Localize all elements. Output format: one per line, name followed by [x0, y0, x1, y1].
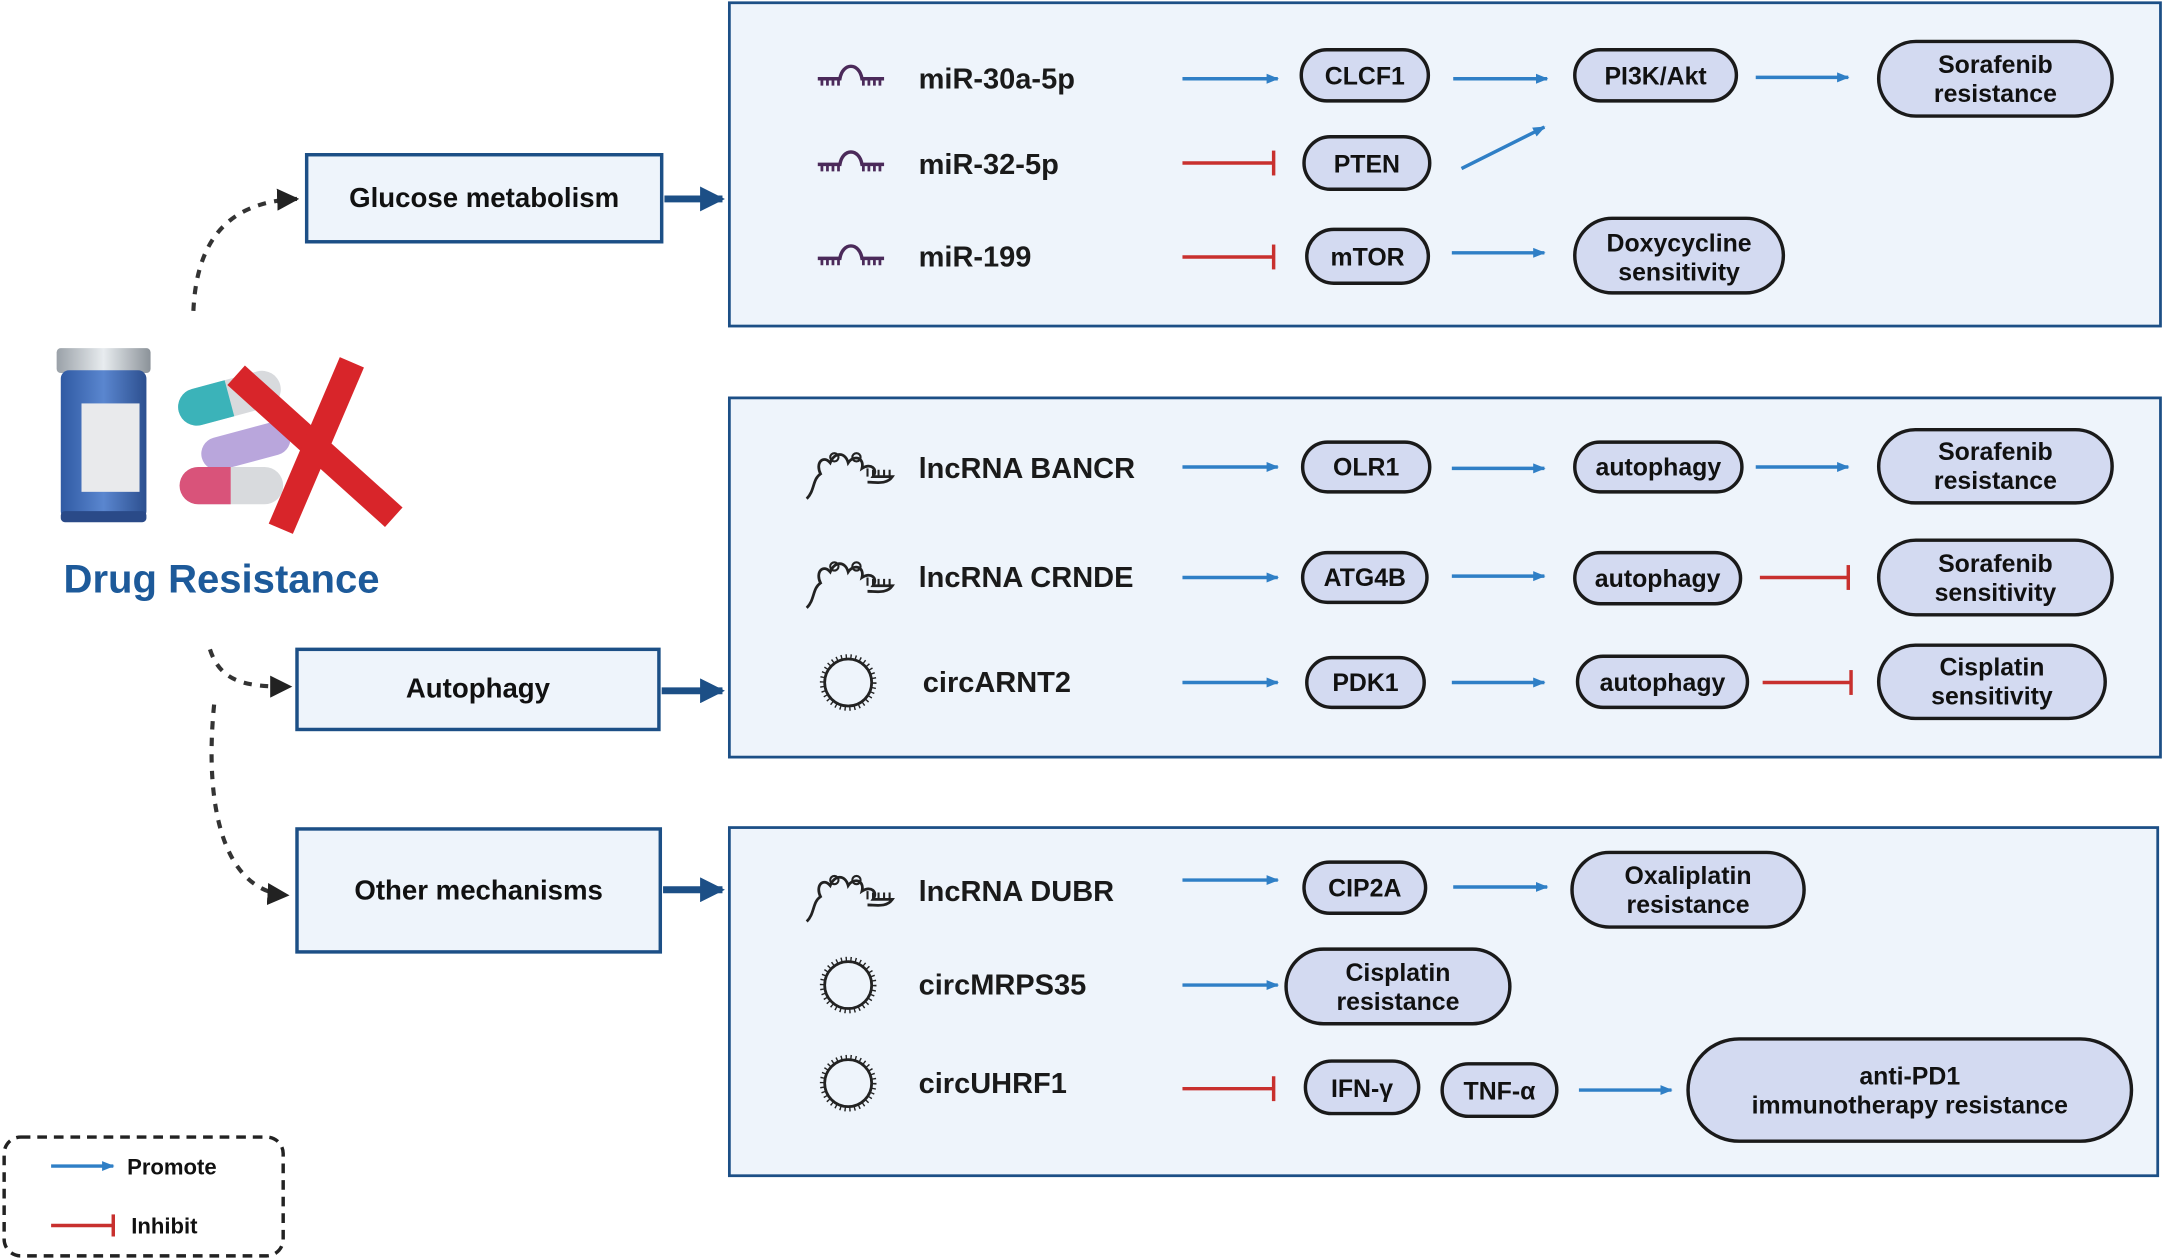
inhibit-arrows: [1182, 150, 1853, 1102]
lncrna-icon: [805, 561, 895, 609]
node-clcf1: CLCF1: [1299, 48, 1431, 103]
mechanism-label: Glucose metabolism: [349, 182, 619, 213]
rna-label: circUHRF1: [919, 1068, 1067, 1100]
mechanism-box-autophagy: Autophagy: [295, 647, 661, 732]
svg-text:Cisplatin: Cisplatin: [1939, 654, 2044, 682]
legend: Promote Inhibit: [2, 1135, 285, 1258]
mechanism-box-other: Other mechanisms: [295, 827, 663, 954]
node-autophagy-3: autophagy: [1575, 654, 1750, 710]
dashed-connector-glucose: [191, 188, 300, 311]
page-title: Drug Resistance: [64, 558, 380, 602]
svg-text:CIP2A: CIP2A: [1328, 875, 1401, 903]
svg-text:sensitivity: sensitivity: [1935, 579, 2057, 607]
lncrna-icon: [805, 874, 895, 923]
node-cip2a: CIP2A: [1302, 860, 1428, 915]
circrna-icon: [819, 654, 877, 711]
lncrna-icon: [805, 452, 895, 500]
svg-text:resistance: resistance: [1934, 80, 2057, 108]
mechanism-label: Autophagy: [406, 673, 551, 704]
promote-arrows: [1182, 72, 1850, 1096]
mirna-icon: [817, 244, 885, 266]
dashed-connector-other: [209, 704, 290, 906]
svg-text:autophagy: autophagy: [1600, 669, 1726, 697]
rna-label: lncRNA CRNDE: [919, 562, 1134, 594]
svg-text:PI3K/Akt: PI3K/Akt: [1604, 62, 1706, 90]
svg-text:autophagy: autophagy: [1596, 453, 1722, 481]
svg-text:resistance: resistance: [1934, 467, 2057, 495]
svg-text:Doxycycline: Doxycycline: [1607, 229, 1752, 257]
mirna-icon: [817, 150, 885, 172]
node-sorafenib-resistance-1: Sorafenib resistance: [1876, 39, 2114, 118]
dashed-connector-autophagy: [207, 648, 293, 698]
node-mtor: mTOR: [1305, 227, 1431, 285]
cross-icon: [227, 357, 403, 534]
svg-text:CLCF1: CLCF1: [1325, 62, 1405, 90]
svg-text:mTOR: mTOR: [1330, 243, 1404, 271]
svg-text:Sorafenib: Sorafenib: [1938, 550, 2053, 578]
svg-text:anti-PD1: anti-PD1: [1859, 1063, 1960, 1091]
node-cisplatin-resistance: Cisplatin resistance: [1284, 947, 1512, 1026]
rna-label: miR-32-5p: [919, 149, 1059, 181]
circrna-icon: [819, 956, 877, 1014]
node-autophagy-2: autophagy: [1573, 550, 1743, 606]
mirna-icon: [817, 64, 885, 86]
svg-text:Sorafenib: Sorafenib: [1938, 438, 2053, 466]
node-pdk1: PDK1: [1305, 655, 1426, 710]
svg-text:sensitivity: sensitivity: [1618, 258, 1740, 286]
svg-text:ATG4B: ATG4B: [1324, 564, 1406, 592]
rna-label: circARNT2: [923, 667, 1071, 699]
rna-label: miR-30a-5p: [919, 63, 1075, 95]
svg-text:resistance: resistance: [1627, 891, 1750, 919]
rna-label: lncRNA BANCR: [919, 453, 1135, 485]
legend-promote-label: Promote: [127, 1154, 217, 1179]
svg-text:PDK1: PDK1: [1332, 669, 1398, 697]
node-sorafenib-resistance-2: Sorafenib resistance: [1876, 427, 2114, 505]
node-doxycycline-sensitivity: Doxycycline sensitivity: [1573, 216, 1786, 295]
svg-text:Oxaliplatin: Oxaliplatin: [1625, 862, 1752, 890]
node-tnf-alpha: TNF-α: [1440, 1062, 1559, 1119]
svg-text:sensitivity: sensitivity: [1931, 683, 2053, 711]
node-pi3k-akt: PI3K/Akt: [1573, 48, 1739, 103]
circrna-icon: [819, 1054, 877, 1112]
node-oxaliplatin-resistance: Oxaliplatin resistance: [1570, 850, 1806, 929]
svg-text:Sorafenib: Sorafenib: [1938, 51, 2053, 79]
rna-label: circMRPS35: [919, 970, 1087, 1002]
drug-icon: [56, 348, 403, 534]
node-anti-pd1-resistance: anti-PD1 immunotherapy resistance: [1686, 1037, 2134, 1143]
svg-text:PTEN: PTEN: [1334, 151, 1400, 179]
svg-text:immunotherapy resistance: immunotherapy resistance: [1752, 1092, 2068, 1120]
mechanism-box-glucose: Glucose metabolism: [304, 153, 664, 244]
svg-text:resistance: resistance: [1336, 988, 1459, 1016]
svg-text:autophagy: autophagy: [1595, 565, 1721, 593]
legend-inhibit-label: Inhibit: [131, 1214, 198, 1239]
svg-text:IFN-γ: IFN-γ: [1331, 1075, 1393, 1103]
svg-text:TNF-α: TNF-α: [1464, 1078, 1537, 1106]
node-olr1: OLR1: [1300, 440, 1432, 494]
svg-text:OLR1: OLR1: [1333, 453, 1399, 481]
rna-label: lncRNA DUBR: [919, 876, 1115, 908]
rna-label: miR-199: [919, 242, 1032, 274]
node-sorafenib-sensitivity: Sorafenib sensitivity: [1876, 538, 2114, 617]
node-ifn-gamma: IFN-γ: [1303, 1059, 1421, 1116]
node-atg4b: ATG4B: [1300, 550, 1429, 605]
mechanism-label: Other mechanisms: [354, 874, 603, 905]
svg-text:Cisplatin: Cisplatin: [1345, 959, 1450, 987]
node-autophagy-1: autophagy: [1573, 440, 1744, 494]
node-cisplatin-sensitivity: Cisplatin sensitivity: [1876, 643, 2107, 721]
node-pten: PTEN: [1302, 135, 1432, 192]
